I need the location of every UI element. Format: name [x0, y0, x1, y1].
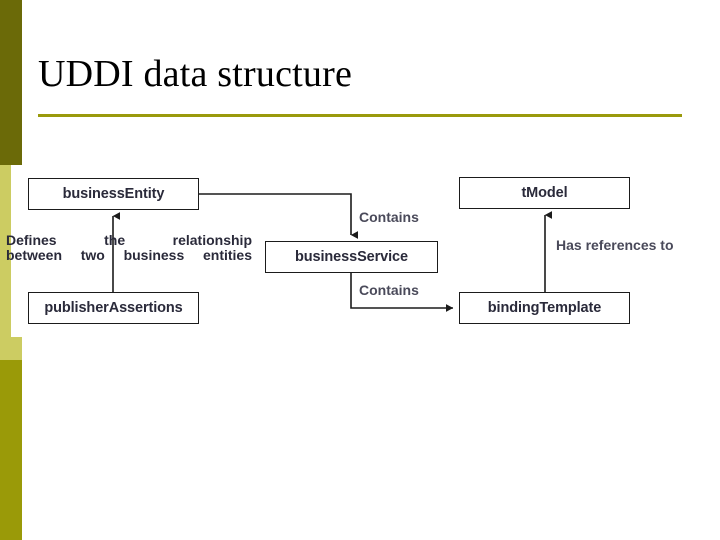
node-binding-template[interactable]: bindingTemplate — [459, 292, 630, 324]
node-business-entity[interactable]: businessEntity — [28, 178, 199, 210]
edge-label-contains-entity-service: Contains — [359, 209, 419, 225]
sidebar-band-bottom — [0, 360, 22, 540]
edge-label-contains-service-binding: Contains — [359, 282, 419, 298]
connector-service-to-binding — [350, 273, 454, 312]
diagram-connectors — [112, 193, 553, 312]
annotation-publisher-assertions: Defines the relationship between two bus… — [6, 233, 252, 263]
edge-label-has-references-to: Has references to — [556, 237, 674, 253]
sidebar-band-dark — [0, 0, 22, 165]
annotation-line-1: Defines the relationship — [6, 232, 252, 248]
connector-entity-to-service — [199, 193, 358, 239]
page-title: UDDI data structure — [38, 53, 353, 95]
uddi-data-structure-diagram: businessEntity publisherAssertions busin… — [6, 165, 701, 337]
node-publisher-assertions[interactable]: publisherAssertions — [28, 292, 199, 324]
node-business-service[interactable]: businessService — [265, 241, 438, 273]
title-underline-rule — [38, 114, 682, 117]
annotation-line-2: between two business entities — [6, 247, 252, 263]
node-tmodel[interactable]: tModel — [459, 177, 630, 209]
